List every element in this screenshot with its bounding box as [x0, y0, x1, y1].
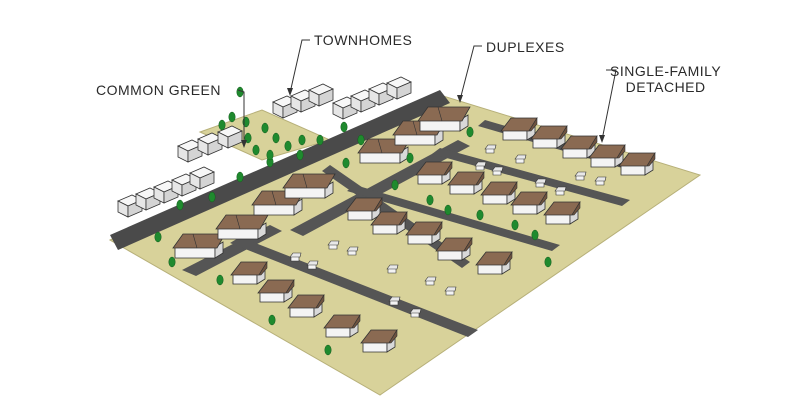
callout-lines: [237, 39, 617, 145]
single-family-label-line2: DETACHED: [625, 79, 706, 95]
common-green-label: COMMON GREEN: [96, 82, 221, 98]
townhome-row-3: [272, 83, 334, 119]
main-road: [110, 90, 450, 250]
single-family-detached-label: SINGLE-FAMILY DETACHED: [610, 63, 721, 95]
townhomes-label: TOWNHOMES: [314, 32, 413, 48]
single-family-label-line1: SINGLE-FAMILY: [610, 63, 722, 79]
cross-road-3: [347, 185, 560, 251]
duplexes-label: DUPLEXES: [486, 39, 565, 55]
callout-arrowheads: [241, 88, 605, 148]
